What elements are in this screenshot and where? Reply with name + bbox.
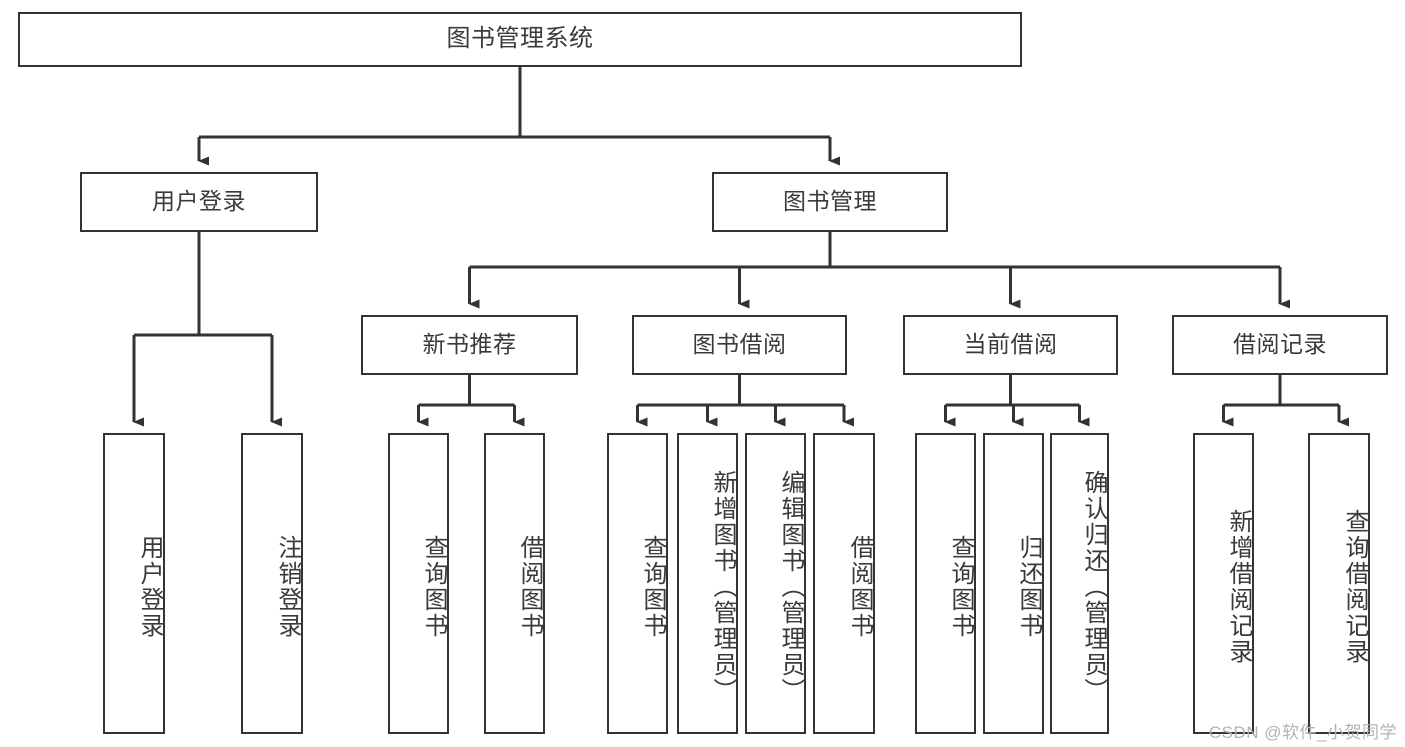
node-label: 图书管理系统 bbox=[446, 25, 594, 53]
node-leaf-edit-book[interactable]: 编辑图书（管理员） bbox=[745, 433, 806, 734]
node-leaf-borrow-book[interactable]: 借阅图书 bbox=[813, 433, 875, 734]
node-leaf-add-record[interactable]: 新增借阅记录 bbox=[1193, 433, 1254, 734]
node-root[interactable]: 图书管理系统 bbox=[18, 12, 1022, 67]
node-leaf-query-book-cur[interactable]: 查询图书 bbox=[915, 433, 976, 734]
node-label: 新书推荐 bbox=[422, 331, 517, 358]
node-label: 确认归还（管理员） bbox=[1080, 469, 1107, 704]
node-label: 查询图书 bbox=[639, 534, 666, 639]
node-leaf-return-book[interactable]: 归还图书 bbox=[983, 433, 1044, 734]
node-label: 编辑图书（管理员） bbox=[777, 469, 804, 704]
node-leaf-user-login[interactable]: 用户登录 bbox=[103, 433, 165, 734]
node-leaf-logout[interactable]: 注销登录 bbox=[241, 433, 303, 734]
node-current-borrow[interactable]: 当前借阅 bbox=[903, 315, 1118, 375]
node-book-borrow[interactable]: 图书借阅 bbox=[632, 315, 847, 375]
node-leaf-borrow-book-rec[interactable]: 借阅图书 bbox=[484, 433, 545, 734]
node-label: 注销登录 bbox=[274, 534, 301, 639]
node-label: 用户登录 bbox=[136, 534, 163, 639]
node-label: 图书借阅 bbox=[692, 331, 787, 358]
node-leaf-confirm-return[interactable]: 确认归还（管理员） bbox=[1050, 433, 1109, 734]
node-label: 查询图书 bbox=[947, 534, 974, 639]
node-label: 新增借阅记录 bbox=[1225, 508, 1252, 665]
node-label: 借阅记录 bbox=[1233, 331, 1327, 358]
node-leaf-query-record[interactable]: 查询借阅记录 bbox=[1308, 433, 1370, 734]
node-label: 查询借阅记录 bbox=[1341, 508, 1368, 665]
node-label: 图书管理 bbox=[783, 188, 877, 215]
node-label: 借阅图书 bbox=[846, 534, 873, 639]
node-user-login[interactable]: 用户登录 bbox=[80, 172, 318, 232]
watermark: CSDN @软件_小贺同学 bbox=[1208, 723, 1397, 742]
node-label: 用户登录 bbox=[152, 188, 246, 215]
node-leaf-query-book-bor[interactable]: 查询图书 bbox=[607, 433, 668, 734]
node-borrow-record[interactable]: 借阅记录 bbox=[1172, 315, 1388, 375]
node-label: 新增图书（管理员） bbox=[709, 469, 736, 704]
node-new-book-recommend[interactable]: 新书推荐 bbox=[361, 315, 578, 375]
node-label: 查询图书 bbox=[420, 534, 447, 639]
node-label: 当前借阅 bbox=[963, 331, 1058, 358]
node-leaf-add-book[interactable]: 新增图书（管理员） bbox=[677, 433, 738, 734]
node-book-manage[interactable]: 图书管理 bbox=[712, 172, 948, 232]
node-leaf-query-book-rec[interactable]: 查询图书 bbox=[388, 433, 449, 734]
node-label: 归还图书 bbox=[1015, 534, 1042, 639]
node-label: 借阅图书 bbox=[516, 534, 543, 639]
